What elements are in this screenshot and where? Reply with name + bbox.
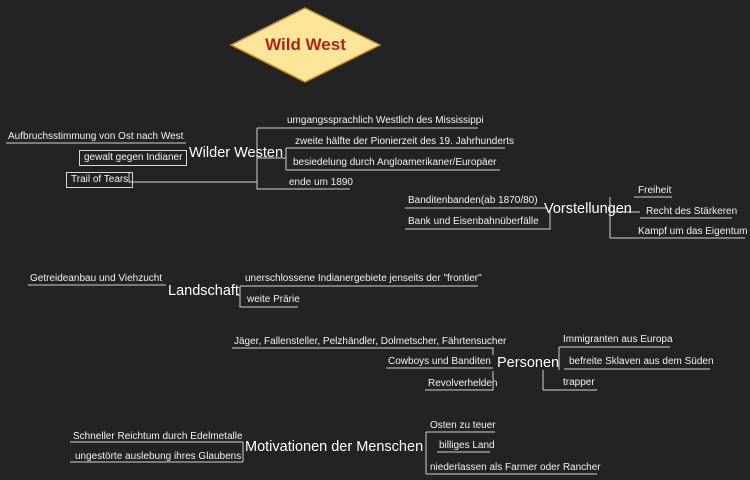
- subtopic-trapper[interactable]: trapper: [563, 377, 595, 388]
- subtopic-ungestoerte-auslebung[interactable]: ungestörte auslebung ihres Glaubens: [75, 451, 242, 462]
- subtopic-unerschlossene-gebiete[interactable]: unerschlossene Indianergebiete jenseits …: [245, 273, 482, 284]
- subtopic-jaeger-fallensteller[interactable]: Jäger, Fallensteller, Pelzhändler, Dolme…: [234, 336, 507, 347]
- subtopic-aufbruchsstimmung[interactable]: Aufbruchsstimmung von Ost nach West: [8, 131, 184, 142]
- topic-motivationen[interactable]: Motivationen der Menschen: [245, 439, 424, 455]
- subtopic-ende-um-1890[interactable]: ende um 1890: [289, 177, 353, 188]
- subtopic-niederlassen-farmer[interactable]: niederlassen als Farmer oder Rancher: [430, 462, 601, 473]
- subtopic-getreideanbau[interactable]: Getreideanbau und Viehzucht: [30, 273, 163, 284]
- subtopic-bank-eisenbahnueberfaelle[interactable]: Bank und Eisenbahnüberfälle: [408, 216, 539, 227]
- subtopic-cowboys-banditen[interactable]: Cowboys und Banditen: [388, 356, 491, 367]
- subtopic-kampf-um-eigentum[interactable]: Kampf um das Eigentum: [638, 226, 748, 237]
- topic-personen[interactable]: Personen: [497, 355, 560, 371]
- subtopic-recht-des-staerkeren[interactable]: Recht des Stärkeren: [646, 206, 738, 217]
- subtopic-weite-praerie[interactable]: weite Prärie: [247, 294, 300, 305]
- topic-vorstellungen[interactable]: Vorstellungen: [544, 201, 632, 217]
- subtopic-revolverhelden[interactable]: Revolverhelden: [428, 378, 498, 389]
- subtopic-befreite-sklaven[interactable]: befreite Sklaven aus dem Süden: [569, 356, 714, 367]
- topic-landschaft[interactable]: Landschaft: [168, 283, 239, 299]
- subtopic-banditenbanden[interactable]: Banditenbanden(ab 1870/80): [408, 195, 538, 206]
- central-topic-label: Wild West: [265, 35, 346, 54]
- subtopic-osten-zu-teuer[interactable]: Osten zu teuer: [430, 420, 496, 431]
- central-diamond: [229, 7, 382, 83]
- subtopic-freiheit[interactable]: Freiheit: [638, 185, 672, 196]
- subtopic-gewalt-gegen-indianer[interactable]: gewalt gegen Indianer: [79, 150, 188, 166]
- central-topic[interactable]: Wild West: [229, 6, 382, 84]
- subtopic-schneller-reichtum[interactable]: Schneller Reichtum durch Edelmetalle: [73, 431, 243, 442]
- subtopic-immigranten[interactable]: Immigranten aus Europa: [563, 334, 673, 345]
- subtopic-trail-of-tears[interactable]: Trail of Tears: [66, 172, 134, 188]
- subtopic-besiedelung[interactable]: besiedelung durch Angloamerikaner/Europä…: [293, 157, 497, 168]
- subtopic-zweite-haelfte[interactable]: zweite hälfte der Pionierzeit des 19. Ja…: [295, 136, 515, 147]
- subtopic-billiges-land[interactable]: billiges Land: [439, 440, 495, 451]
- subtopic-umgangssprachlich[interactable]: umgangssprachlich Westlich des Mississip…: [287, 115, 484, 126]
- topic-wilder-westen[interactable]: Wilder Westen: [189, 145, 284, 161]
